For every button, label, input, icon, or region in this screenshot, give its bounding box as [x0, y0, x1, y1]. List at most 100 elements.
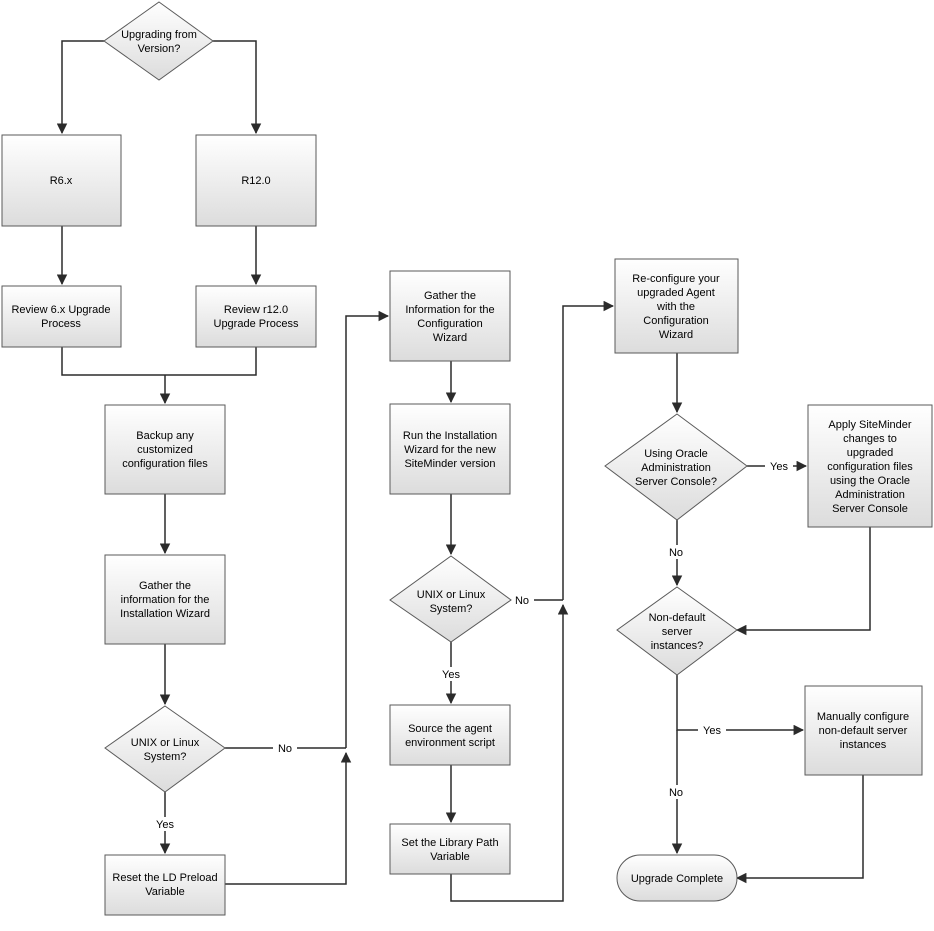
edge-junction-to-reconfigure — [562, 300, 615, 600]
edge-junction-to-gather-config — [345, 310, 390, 748]
node-label-line: customized — [137, 444, 193, 456]
node-label-line: upgraded — [847, 447, 894, 459]
node-label-line: UNIX or Linux — [131, 737, 200, 749]
node-label-line: R12.0 — [241, 175, 270, 187]
node-label-line: Wizard for the new — [404, 444, 496, 456]
node-label-line: UNIX or Linux — [417, 589, 486, 601]
node-label-line: Manually configure — [817, 711, 909, 723]
node-label-line: with the — [656, 301, 695, 313]
node-label: R12.0 — [241, 175, 270, 187]
node-label: Manually configure non-default server inst… — [817, 711, 909, 751]
node-label-line: Review 6.x Upgrade — [11, 304, 110, 316]
node-label-line: information for the — [121, 594, 210, 606]
terminator-upgrade-complete: Upgrade Complete — [616, 854, 738, 902]
node-label-line: Source the agent — [408, 723, 492, 735]
node-label: Apply SiteMinder changes to upgraded config… — [827, 419, 913, 515]
node-label-line: Server Console — [832, 503, 908, 515]
node-label-line: Information for the — [405, 304, 494, 316]
node-label-line: Configuration — [643, 315, 708, 327]
node-label-line: Upgrade Process — [214, 318, 299, 330]
node-label-line: Administration — [835, 489, 905, 501]
edge-label-oracle-yes: Yes — [770, 461, 788, 473]
node-label-line: Configuration — [417, 318, 482, 330]
node-label-line: Variable — [430, 851, 470, 863]
node-label-line: server — [662, 626, 693, 638]
node-label: Upgrade Complete — [631, 873, 723, 885]
node-label-line: changes to — [843, 433, 897, 445]
process-backup-config-files: Backup any customized configuration files — [104, 404, 226, 495]
process-apply-siteminder-changes: Apply SiteMinder changes to upgraded config… — [807, 404, 933, 528]
edge-label-unix1-yes: Yes — [156, 819, 174, 831]
node-label-line: upgraded Agent — [637, 287, 715, 299]
edge-label-oracle-no: No — [669, 547, 683, 559]
node-label-line: Variable — [145, 886, 185, 898]
node-label: Non-default server instances? — [649, 612, 706, 652]
node-label-line: Upgrading from — [121, 29, 197, 41]
node-label-line: non-default server — [819, 725, 908, 737]
node-label: Backup any customized configuration files — [122, 430, 208, 470]
node-label-line: Server Console? — [635, 476, 717, 488]
node-label-line: Apply SiteMinder — [828, 419, 911, 431]
node-label-line: Non-default — [649, 612, 706, 624]
decision-non-default-instances: Non-default server instances? — [616, 586, 738, 676]
node-label-line: Backup any — [136, 430, 194, 442]
edge-label-unix2-yes: Yes — [442, 669, 460, 681]
node-label-line: Using Oracle — [644, 448, 708, 460]
node-label-line: SiteMinder version — [404, 458, 495, 470]
node-label-line: R6.x — [50, 175, 73, 187]
process-source-agent-env: Source the agent environment script — [389, 704, 511, 766]
node-label-line: System? — [144, 751, 187, 763]
edge-reset-to-junction — [224, 751, 352, 885]
node-label-line: Wizard — [433, 332, 467, 344]
edge-label-nondefault-no: No — [669, 787, 683, 799]
node-label-line: Gather the — [424, 290, 476, 302]
edge-label-unix2-no: No — [515, 595, 529, 607]
node-label-line: Set the Library Path — [401, 837, 498, 849]
node-label-line: System? — [430, 603, 473, 615]
node-label-line: environment script — [405, 737, 495, 749]
node-label-line: configuration files — [827, 461, 913, 473]
node-label-line: instances? — [651, 640, 704, 652]
node-label-line: Review r12.0 — [224, 304, 288, 316]
node-label-line: Upgrade Complete — [631, 873, 723, 885]
process-r6x: R6.x — [1, 134, 122, 227]
node-label-line: Re-configure your — [632, 273, 720, 285]
node-label-line: Administration — [641, 462, 711, 474]
edge-apply-to-nondefault — [735, 527, 871, 636]
edge-review6x-merge — [61, 347, 257, 376]
process-r120: R12.0 — [195, 134, 317, 227]
node-label-line: instances — [840, 739, 887, 751]
node-label-line: Version? — [138, 43, 181, 55]
node-label-line: Run the Installation — [403, 430, 497, 442]
node-label: R6.x — [50, 175, 73, 187]
edge-version-to-r6x — [56, 40, 104, 135]
edge-nondefault-yes — [676, 675, 805, 736]
node-label-line: using the Oracle — [830, 475, 910, 487]
node-label: Source the agent environment script — [405, 723, 495, 749]
edge-manually-to-complete — [735, 775, 864, 884]
edge-label-nondefault-yes: Yes — [703, 725, 721, 737]
node-label-line: configuration files — [122, 458, 208, 470]
node-label-line: Process — [41, 318, 81, 330]
